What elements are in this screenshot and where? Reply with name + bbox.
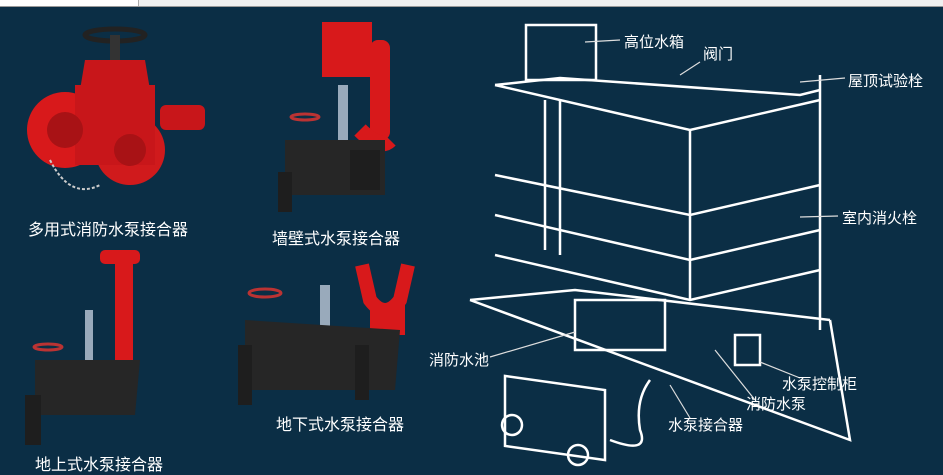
label-indoor-hydrant: 室内消火栓 bbox=[842, 209, 918, 227]
product-label: 墙壁式水泵接合器 bbox=[272, 229, 401, 248]
product-label: 多用式消防水泵接合器 bbox=[28, 220, 189, 239]
wall-connector-image bbox=[278, 22, 396, 212]
building-diagram bbox=[469, 23, 852, 467]
browser-tab-strip bbox=[0, 0, 943, 7]
product-label: 地下式水泵接合器 bbox=[276, 415, 405, 434]
label-valve: 阀门 bbox=[703, 45, 734, 63]
label-pump-control-cabinet: 水泵控制柜 bbox=[782, 375, 858, 393]
label-roof-test-hydrant: 屋顶试验栓 bbox=[848, 72, 924, 90]
leader-lines bbox=[489, 39, 846, 419]
label-roof-tank: 高位水箱 bbox=[624, 33, 685, 51]
product-label: 地上式水泵接合器 bbox=[35, 455, 164, 474]
above-ground-connector-image bbox=[25, 250, 140, 445]
underground-connector-image bbox=[238, 263, 415, 405]
label-pump-connector: 水泵接合器 bbox=[668, 416, 744, 434]
browser-tab[interactable] bbox=[0, 0, 139, 6]
label-fire-pump: 消防水泵 bbox=[746, 395, 807, 413]
label-fire-pool: 消防水池 bbox=[429, 351, 490, 369]
multi-purpose-connector-image bbox=[27, 26, 205, 190]
